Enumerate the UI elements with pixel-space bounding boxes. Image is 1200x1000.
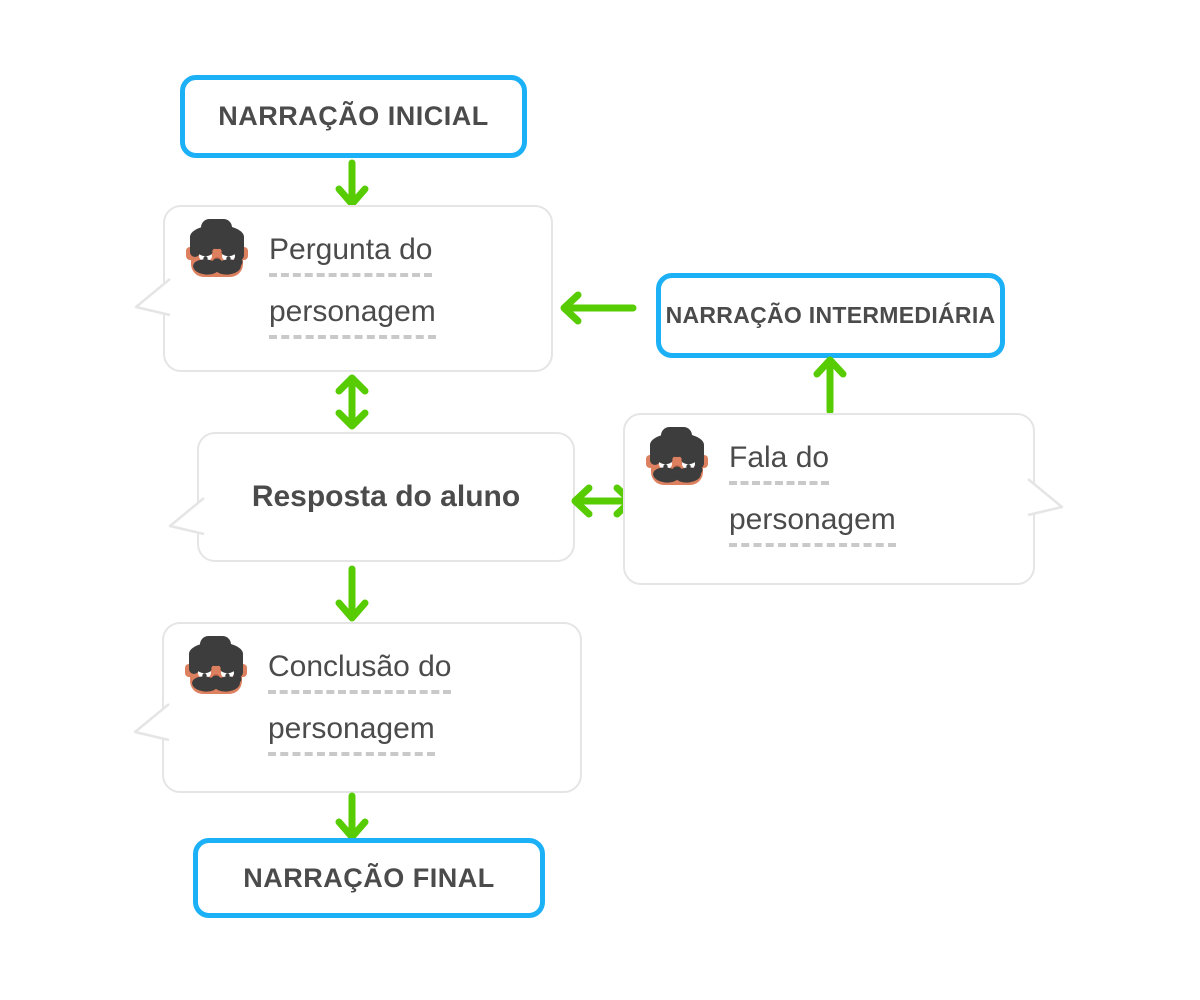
bubble-text-line: Conclusão do xyxy=(268,652,452,694)
narracao-final-label: NARRAÇÃO FINAL xyxy=(243,862,495,893)
narracao-inicial-box: NARRAÇÃO INICIAL xyxy=(180,75,527,158)
bubble-text: Conclusão do personagem xyxy=(268,652,452,776)
pergunta-do-personagem-bubble: Pergunta do personagem xyxy=(134,205,553,372)
speech-bubble-tail-icon xyxy=(1027,478,1064,517)
arrow-left-icon xyxy=(560,291,637,325)
resposta-label: Resposta do aluno xyxy=(251,480,521,513)
resposta-do-aluno-bubble: Resposta do aluno xyxy=(168,432,575,562)
arrow-down-icon xyxy=(335,792,369,841)
character-avatar-icon xyxy=(186,219,248,277)
bubble-text-line: personagem xyxy=(729,505,896,547)
narracao-inicial-label: NARRAÇÃO INICIAL xyxy=(218,101,489,131)
character-avatar-icon xyxy=(185,636,247,694)
character-avatar-icon xyxy=(646,427,708,485)
bubble-text: Fala do personagem xyxy=(729,443,896,567)
arrow-up-down-icon xyxy=(335,374,369,430)
narracao-intermediaria-box: NARRAÇÃO INTERMEDIÁRIA xyxy=(656,273,1005,358)
bubble-text-line: personagem xyxy=(268,714,435,756)
narracao-intermediaria-label: NARRAÇÃO INTERMEDIÁRIA xyxy=(665,302,996,328)
arrow-down-icon xyxy=(335,159,369,208)
bubble-text: Pergunta do personagem xyxy=(269,235,436,359)
bubble-text-line: Pergunta do xyxy=(269,235,433,277)
speech-bubble-tail-icon xyxy=(168,497,205,536)
bubble-text-line: Fala do xyxy=(729,443,830,485)
speech-bubble-tail-icon xyxy=(133,703,170,742)
narracao-final-box: NARRAÇÃO FINAL xyxy=(193,838,545,918)
fala-do-personagem-bubble: Fala do personagem xyxy=(623,413,1064,585)
conclusao-do-personagem-bubble: Conclusão do personagem xyxy=(133,622,582,793)
arrow-down-icon xyxy=(335,565,369,622)
speech-bubble-tail-icon xyxy=(134,278,171,317)
bubble-text-line: personagem xyxy=(269,297,436,339)
arrow-up-icon xyxy=(813,356,847,415)
